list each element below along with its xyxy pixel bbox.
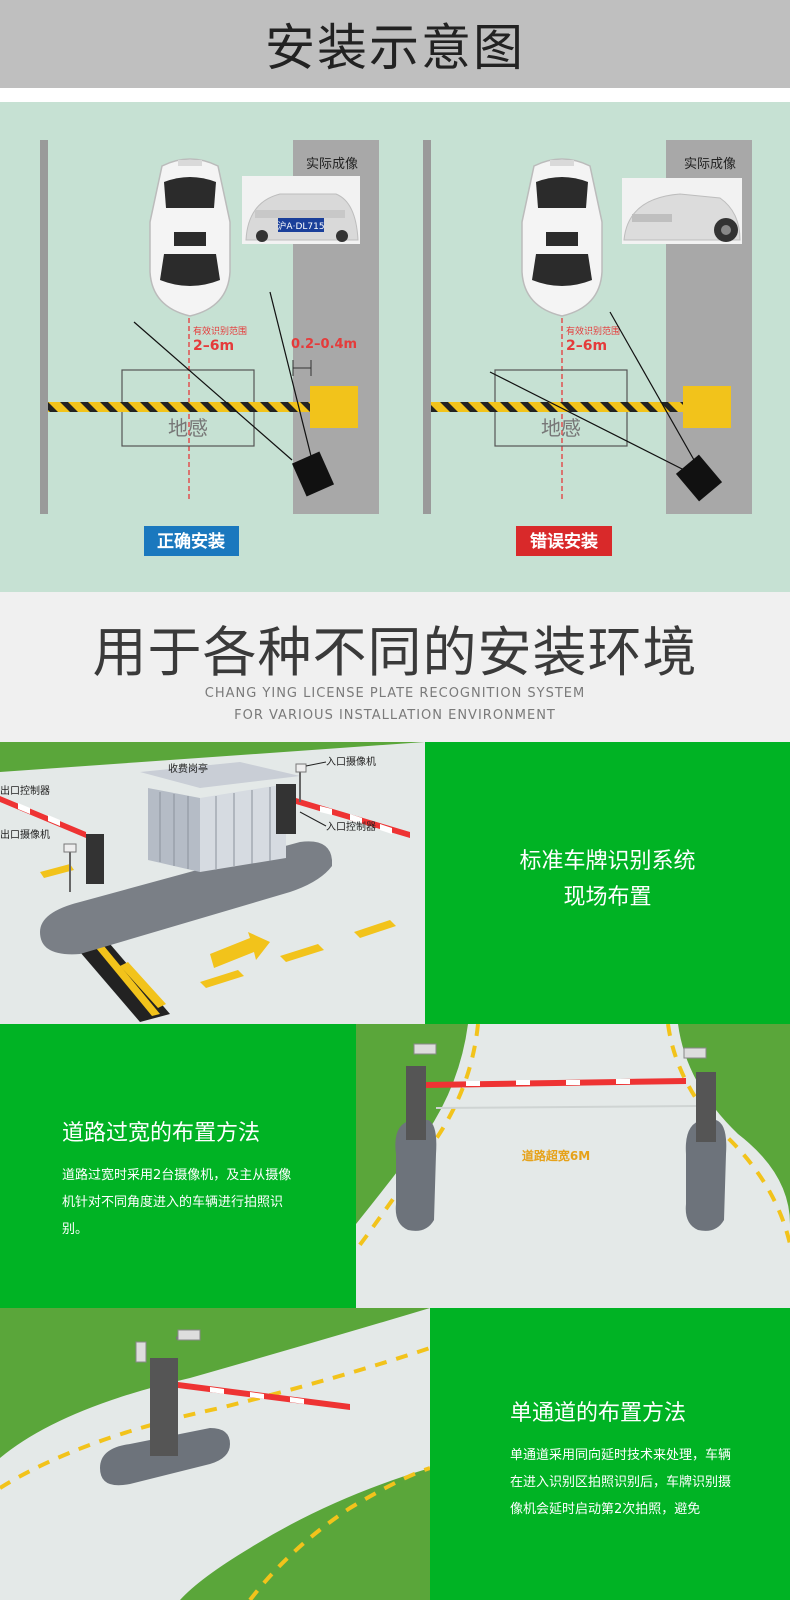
right-panel: 实际成像 有效识别范围 2–6m 地感 — [423, 140, 752, 556]
left-range-value: 2–6m — [193, 338, 234, 354]
scene3-desc: 单通道采用同向延时技术来处理，车辆在进入识别区拍照识别后，车牌识别摄像机会延时启… — [510, 1448, 732, 1517]
page-title: 安装示意图 — [265, 19, 525, 77]
right-curb — [423, 140, 431, 514]
scene1-booth: 收费岗亭 — [140, 762, 300, 872]
scene2-road-label: 道路超宽6M — [522, 1148, 590, 1163]
left-thumbnail: 沪A·DL715 — [242, 176, 360, 244]
scene1-panel-line2: 现场布置 — [563, 885, 652, 910]
scene2-title: 道路过宽的布置方法 — [62, 1121, 261, 1146]
left-camera — [291, 451, 335, 497]
right-camera — [675, 454, 723, 502]
scene3-illustration — [0, 1308, 430, 1600]
left-curb — [40, 140, 48, 514]
scene-standard-layout: 收费岗亭 入口摄像机 入口控制器 出口控制器 出口摄像机 标准车牌 — [0, 742, 790, 1024]
scene1-exit-controller-label: 出口控制器 — [0, 784, 50, 797]
scene3-barrier — [100, 1329, 350, 1486]
headline-title: 用于各种不同的安装环境 — [92, 621, 698, 684]
scene2-right-barrier — [683, 1047, 727, 1231]
headline-subtitle-1: CHANG YING LICENSE PLATE RECOGNITION SYS… — [204, 686, 586, 701]
left-panel: 实际成像 沪A·DL715 有效识别范围 2–6m 0. — [40, 140, 379, 556]
right-badge: 错误安装 — [530, 531, 598, 552]
scene1-exit-barrier — [0, 796, 104, 892]
right-loop-label: 地感 — [541, 416, 581, 440]
left-barrier-box — [310, 386, 358, 428]
scene2-desc: 道路过宽时采用2台摄像机，及主从摄像机针对不同角度进入的车辆进行拍照识别。 — [62, 1168, 292, 1237]
left-offset-value: 0.2–0.4m — [291, 337, 357, 352]
headline-subtitle-2: FOR VARIOUS INSTALLATION ENVIRONMENT — [234, 708, 556, 723]
section-headline: 用于各种不同的安装环境 CHANG YING LICENSE PLATE REC… — [0, 592, 790, 742]
scene2-panel: 道路过宽的布置方法 道路过宽时采用2台摄像机，及主从摄像机针对不同角度进入的车辆… — [0, 1024, 356, 1308]
right-actual-label: 实际成像 — [684, 157, 736, 172]
diagram-svg: 实际成像 沪A·DL715 有效识别范围 2–6m 0. — [40, 140, 752, 556]
right-sight-line-2 — [609, 311, 703, 475]
scene3-title: 单通道的布置方法 — [510, 1401, 687, 1426]
scene1-booth-label: 收费岗亭 — [168, 762, 208, 775]
scene1-panel: 标准车牌识别系统 现场布置 — [425, 742, 790, 1024]
left-plate-text: 沪A·DL715 — [277, 220, 324, 232]
scene3-panel: 单通道的布置方法 单通道采用同向延时技术来处理，车辆在进入识别区拍照识别后，车牌… — [430, 1308, 790, 1600]
scene1-exit-camera-label: 出口摄像机 — [0, 828, 50, 841]
scene2-road — [356, 1024, 790, 1308]
right-range-small: 有效识别范围 — [566, 325, 620, 337]
section-header: 安装示意图 — [0, 0, 790, 88]
scene2-illustration: 道路超宽6M — [356, 1024, 790, 1308]
scene2-left-barrier — [395, 1043, 686, 1231]
right-barrier-arm — [431, 402, 683, 412]
scene1-entry-barrier — [276, 763, 410, 838]
scene-wide-road: 道路过宽的布置方法 道路过宽时采用2台摄像机，及主从摄像机针对不同角度进入的车辆… — [0, 1024, 790, 1308]
right-sight-line-1 — [489, 371, 693, 475]
right-range-value: 2–6m — [566, 338, 607, 354]
scene1-entry-controller-label: 入口控制器 — [326, 820, 376, 833]
left-range-small: 有效识别范围 — [193, 325, 247, 337]
left-actual-label: 实际成像 — [306, 157, 358, 172]
left-badge-bg — [144, 526, 239, 556]
left-barrier-arm — [48, 402, 310, 412]
right-barrier-box — [683, 386, 731, 428]
scene1-island — [40, 841, 332, 955]
scene-single-lane: 单通道的布置方法 单通道采用同向延时技术来处理，车辆在进入识别区拍照识别后，车牌… — [0, 1308, 790, 1600]
installation-diagram: 实际成像 沪A·DL715 有效识别范围 2–6m 0. — [0, 102, 790, 592]
scene1-speed-bump — [80, 944, 170, 1022]
scene1-arrow — [210, 932, 270, 968]
left-badge: 正确安装 — [157, 531, 225, 552]
scene1-illustration: 收费岗亭 入口摄像机 入口控制器 出口控制器 出口摄像机 — [0, 742, 425, 1024]
left-sight-line-2 — [269, 291, 313, 461]
scene1-entry-camera-label: 入口摄像机 — [326, 755, 376, 768]
right-thumbnail — [622, 178, 742, 244]
left-car — [149, 158, 231, 317]
scene1-panel-line1: 标准车牌识别系统 — [519, 849, 696, 874]
right-car — [521, 158, 603, 317]
right-badge-bg — [516, 526, 612, 556]
left-loop-label: 地感 — [168, 416, 208, 440]
left-sight-line-1 — [133, 321, 293, 461]
